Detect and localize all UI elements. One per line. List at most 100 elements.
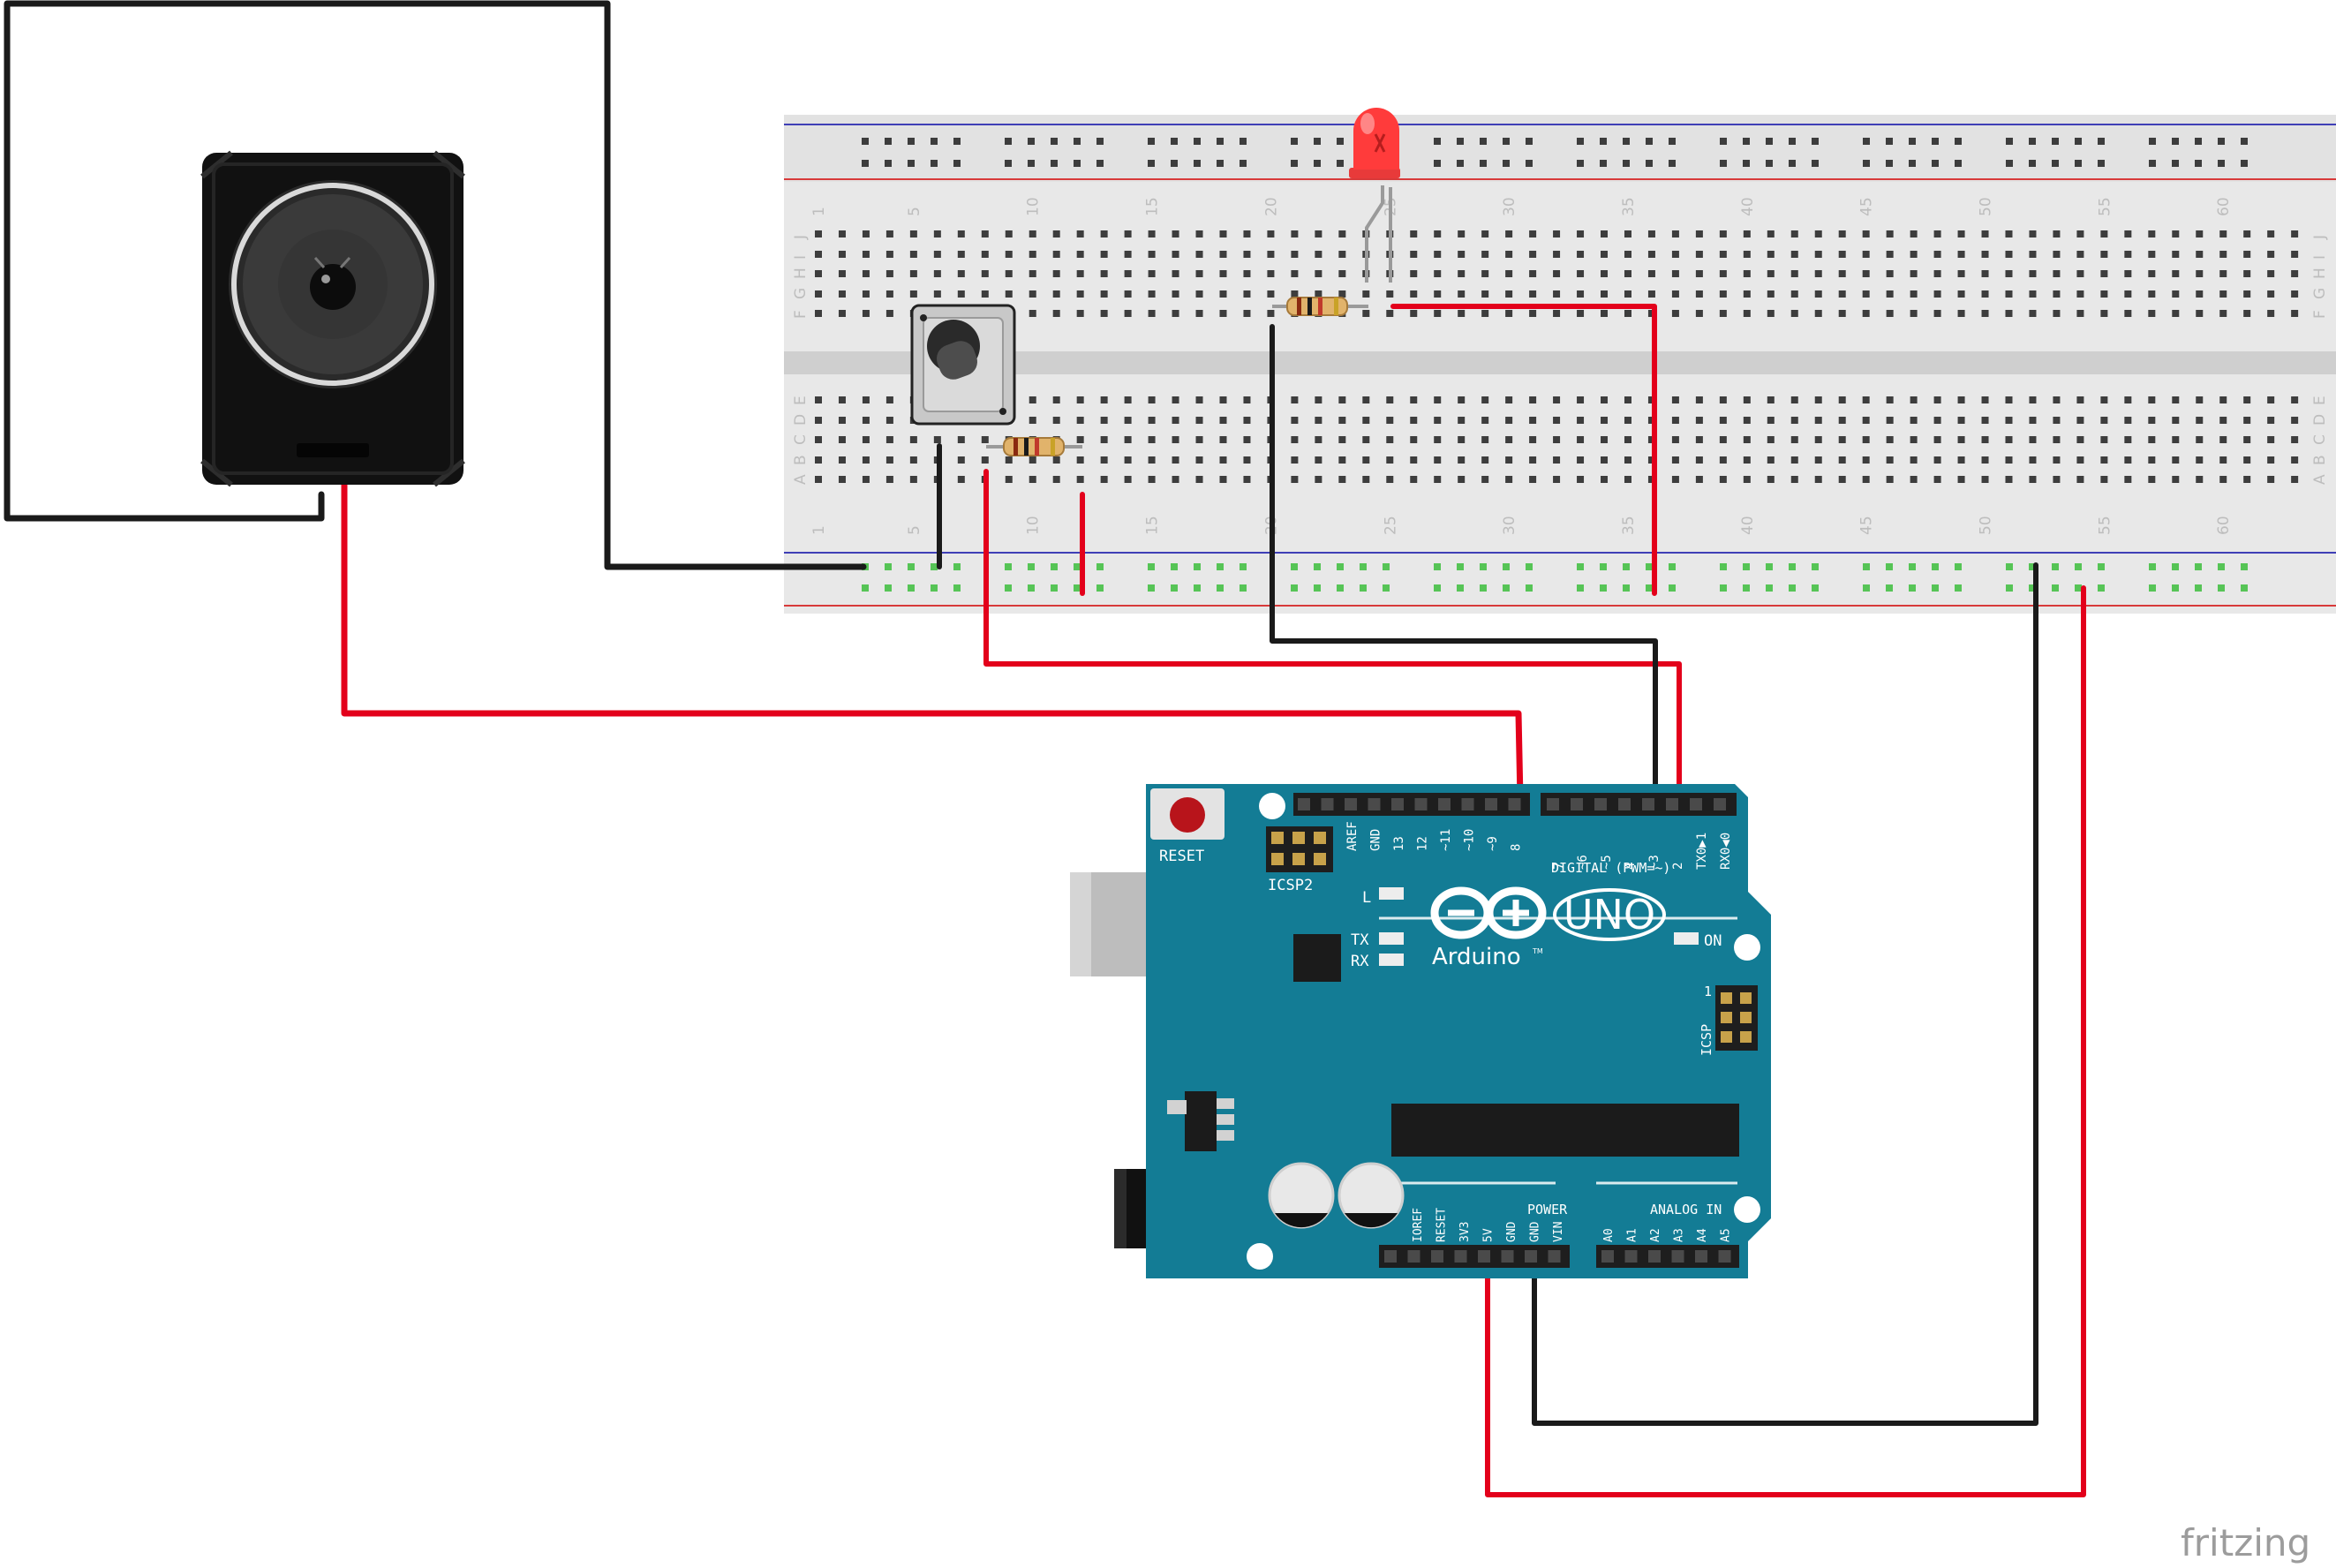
breadboard-hole: [1695, 270, 1703, 277]
breadboard-hole: [1124, 417, 1132, 424]
breadboard-hole: [838, 436, 846, 443]
breadboard-hole: [2172, 396, 2180, 403]
breadboard-hole: [1195, 417, 1203, 424]
icsp-label: ICSP: [1699, 1024, 1714, 1056]
breadboard-hole: [885, 310, 893, 317]
breadboard-hole: [2267, 436, 2275, 443]
rail-hole: [2052, 584, 2059, 592]
breadboard-hole: [1671, 310, 1679, 317]
breadboard-hole: [1458, 290, 1466, 298]
breadboard-hole: [1957, 396, 1965, 403]
breadboard-hole: [1195, 456, 1203, 464]
breadboard-hole: [1029, 417, 1036, 424]
breadboard-hole: [1124, 251, 1132, 258]
breadboard-hole: [1076, 456, 1084, 464]
breadboard-hole: [1481, 396, 1489, 403]
rail-hole: [1434, 584, 1441, 592]
rail-hole: [1863, 138, 1870, 145]
rail-hole: [1600, 563, 1607, 570]
digital-pin-label: 12: [1416, 836, 1430, 851]
header-pin: [1368, 798, 1381, 810]
breadboard-hole: [2148, 230, 2156, 237]
rail-hole: [2075, 160, 2082, 167]
breadboard-hole: [2005, 417, 2013, 424]
breadboard-hole: [1862, 230, 1870, 237]
breadboard-hole: [2124, 310, 2132, 317]
digital-pin-label: 4: [1624, 863, 1638, 870]
breadboard-hole: [1957, 476, 1965, 483]
breadboard-hole: [957, 230, 965, 237]
breadboard-hole: [1505, 417, 1513, 424]
rail-hole: [2052, 563, 2059, 570]
breadboard-hole: [1957, 251, 1965, 258]
header-pin: [1485, 798, 1497, 810]
breadboard-hole: [1124, 476, 1132, 483]
breadboard-hole: [1029, 310, 1036, 317]
breadboard-hole: [2005, 476, 2013, 483]
breadboard-hole: [1410, 417, 1418, 424]
breadboard-hole: [1790, 476, 1798, 483]
breadboard-hole: [885, 230, 893, 237]
breadboard-hole: [1315, 251, 1322, 258]
breadboard-hole: [2076, 436, 2084, 443]
breadboard-hole: [1553, 310, 1561, 317]
icsp-pin1-label: 1: [1704, 984, 1712, 999]
rail-hole: [1314, 138, 1321, 145]
header-pin: [1671, 1250, 1684, 1263]
breadboard-hole: [2148, 476, 2156, 483]
voltage-regulator: [1185, 1091, 1217, 1151]
rail-hole: [1720, 563, 1727, 570]
breadboard-hole: [1624, 476, 1631, 483]
column-number-bottom: 30: [1501, 516, 1518, 535]
rail-hole: [1051, 563, 1058, 570]
row-letter: B: [2311, 455, 2329, 465]
digital-pin-label: ~5: [1600, 855, 1614, 870]
breadboard-hole: [1862, 417, 1870, 424]
rail-hole: [953, 563, 961, 570]
breadboard-hole: [1410, 436, 1418, 443]
wire-gnd-to-rail: [1532, 562, 2038, 1426]
breadboard-hole: [1458, 270, 1466, 277]
breadboard-hole: [815, 417, 822, 424]
rail-hole: [1360, 584, 1367, 592]
breadboard-hole: [885, 436, 893, 443]
breadboard-hole: [1577, 310, 1585, 317]
header-pin: [1478, 1250, 1490, 1263]
breadboard-hole: [2291, 417, 2299, 424]
breadboard-hole: [1434, 417, 1442, 424]
breadboard-hole: [1005, 456, 1013, 464]
rail-hole: [2218, 563, 2225, 570]
rail-hole: [1669, 563, 1676, 570]
digital-pin-label: RX0◀0: [1719, 833, 1733, 870]
rail-hole: [2075, 584, 2082, 592]
breadboard-hole: [1838, 270, 1846, 277]
breadboard: 1155101015152020252530303535404045455050…: [784, 115, 2336, 614]
breadboard-hole: [1624, 456, 1631, 464]
breadboard-hole: [2029, 290, 2037, 298]
breadboard-hole: [1910, 436, 1918, 443]
breadboard-hole: [1100, 270, 1108, 277]
breadboard-hole: [2124, 417, 2132, 424]
breadboard-hole: [1386, 436, 1394, 443]
breadboard-hole: [1338, 251, 1346, 258]
breadboard-hole: [2148, 417, 2156, 424]
breadboard-hole: [2148, 290, 2156, 298]
header-pin: [1594, 798, 1607, 810]
rail-hole: [2172, 160, 2179, 167]
breadboard-hole: [1743, 230, 1751, 237]
rail-hole: [1434, 563, 1441, 570]
breadboard-hole: [1671, 456, 1679, 464]
breadboard-hole: [1933, 290, 1941, 298]
rail-hole: [1148, 138, 1155, 145]
breadboard-hole: [1362, 396, 1370, 403]
row-letter: B: [792, 455, 810, 465]
analog-header-label: ANALOG IN: [1650, 1202, 1722, 1217]
breadboard-hole: [1291, 396, 1299, 403]
breadboard-hole: [1052, 396, 1060, 403]
rail-hole: [1074, 160, 1081, 167]
breadboard-hole: [885, 476, 893, 483]
wire-pot-to-pin2: [983, 469, 1682, 802]
breadboard-hole: [815, 270, 822, 277]
header-pin: [1601, 1250, 1614, 1263]
